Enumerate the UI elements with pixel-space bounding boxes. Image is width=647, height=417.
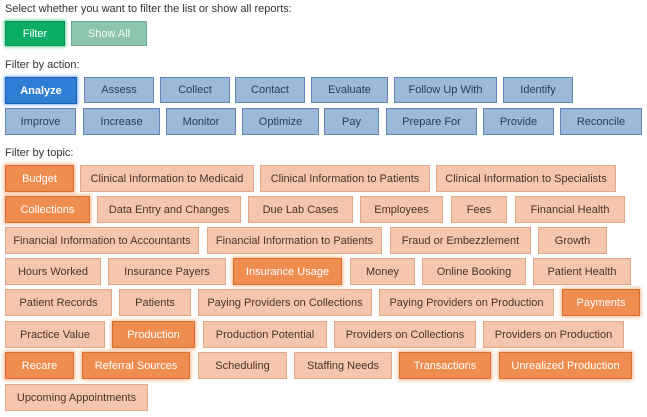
- topic-unrealized-production-button[interactable]: Unrealized Production: [499, 352, 632, 379]
- topic-growth-button[interactable]: Growth: [538, 227, 607, 254]
- action-increase-button[interactable]: Increase: [83, 108, 160, 135]
- action-monitor-button[interactable]: Monitor: [166, 108, 236, 135]
- topic-recare-button[interactable]: Recare: [5, 352, 74, 379]
- topic-fees-button[interactable]: Fees: [451, 196, 507, 223]
- topic-financial-info-accountants-button[interactable]: Financial Information to Accountants: [5, 227, 199, 254]
- topic-label: Filter by topic:: [5, 147, 74, 159]
- topic-collections-button[interactable]: Collections: [5, 196, 90, 223]
- action-provide-button[interactable]: Provide: [483, 108, 554, 135]
- topic-transactions-button[interactable]: Transactions: [399, 352, 491, 379]
- topic-clinical-info-patients-button[interactable]: Clinical Information to Patients: [260, 165, 430, 192]
- topic-due-lab-cases-button[interactable]: Due Lab Cases: [248, 196, 353, 223]
- topic-paying-providers-collections-button[interactable]: Paying Providers on Collections: [198, 289, 372, 316]
- topic-referral-sources-button[interactable]: Referral Sources: [82, 352, 190, 379]
- topic-paying-providers-production-button[interactable]: Paying Providers on Production: [379, 289, 554, 316]
- action-evaluate-button[interactable]: Evaluate: [311, 77, 388, 103]
- topic-patient-health-button[interactable]: Patient Health: [533, 258, 631, 285]
- action-analyze-button[interactable]: Analyze: [5, 77, 77, 104]
- topic-budget-button[interactable]: Budget: [5, 165, 74, 192]
- topic-patients-button[interactable]: Patients: [119, 289, 191, 316]
- topic-upcoming-appointments-button[interactable]: Upcoming Appointments: [5, 384, 148, 411]
- topic-fraud-button[interactable]: Fraud or Embezzlement: [390, 227, 531, 254]
- topic-scheduling-button[interactable]: Scheduling: [198, 352, 287, 379]
- topic-insurance-payers-button[interactable]: Insurance Payers: [108, 258, 226, 285]
- topic-practice-value-button[interactable]: Practice Value: [5, 321, 105, 348]
- action-follow-up-with-button[interactable]: Follow Up With: [394, 77, 497, 103]
- action-optimize-button[interactable]: Optimize: [242, 108, 319, 135]
- topic-hours-worked-button[interactable]: Hours Worked: [5, 258, 101, 285]
- topic-financial-info-patients-button[interactable]: Financial Information to Patients: [207, 227, 382, 254]
- filter-button[interactable]: Filter: [5, 21, 65, 46]
- action-label: Filter by action:: [5, 59, 80, 71]
- topic-production-button[interactable]: Production: [112, 321, 195, 348]
- action-collect-button[interactable]: Collect: [160, 77, 230, 103]
- topic-employees-button[interactable]: Employees: [360, 196, 443, 223]
- topic-financial-health-button[interactable]: Financial Health: [515, 196, 625, 223]
- topic-money-button[interactable]: Money: [350, 258, 415, 285]
- action-prepare-for-button[interactable]: Prepare For: [386, 108, 477, 135]
- action-improve-button[interactable]: Improve: [5, 108, 76, 135]
- show-all-button[interactable]: Show All: [71, 21, 147, 46]
- topic-production-potential-button[interactable]: Production Potential: [203, 321, 327, 348]
- topic-clinical-info-medicaid-button[interactable]: Clinical Information to Medicaid: [80, 165, 254, 192]
- action-identify-button[interactable]: Identify: [503, 77, 573, 103]
- topic-insurance-usage-button[interactable]: Insurance Usage: [233, 258, 342, 285]
- action-assess-button[interactable]: Assess: [84, 77, 154, 103]
- topic-staffing-needs-button[interactable]: Staffing Needs: [294, 352, 392, 379]
- action-pay-button[interactable]: Pay: [324, 108, 379, 135]
- topic-patient-records-button[interactable]: Patient Records: [5, 289, 112, 316]
- action-reconcile-button[interactable]: Reconcile: [560, 108, 642, 135]
- topic-clinical-info-specialists-button[interactable]: Clinical Information to Specialists: [436, 165, 616, 192]
- topic-online-booking-button[interactable]: Online Booking: [422, 258, 526, 285]
- topic-payments-button[interactable]: Payments: [562, 289, 640, 316]
- topic-data-entry-button[interactable]: Data Entry and Changes: [97, 196, 241, 223]
- topic-providers-collections-button[interactable]: Providers on Collections: [334, 321, 476, 348]
- mode-label: Select whether you want to filter the li…: [5, 3, 292, 15]
- action-contact-button[interactable]: Contact: [235, 77, 305, 103]
- topic-providers-production-button[interactable]: Providers on Production: [483, 321, 624, 348]
